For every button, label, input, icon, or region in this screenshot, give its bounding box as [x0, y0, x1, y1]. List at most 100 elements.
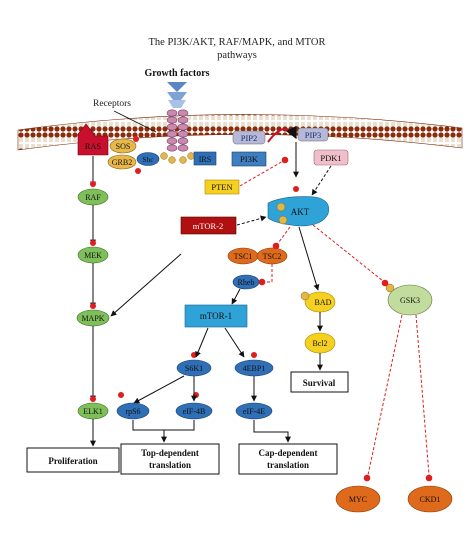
mapk-node: MAPK: [76, 309, 110, 327]
rheb-to-mtor1-arrow: [231, 288, 241, 305]
s6k1-to-rps6-arrow: [133, 375, 185, 404]
bad-phospho-site: [300, 291, 310, 301]
cap-dependent-box: Cap-dependent translation: [238, 443, 338, 475]
tsc1-label: TSC1: [234, 252, 253, 261]
mtor1-label: mTOR-1: [200, 311, 232, 321]
receptor-phospho-sites: [160, 152, 195, 164]
akt-inhibits-tsc2: [275, 226, 291, 247]
cap-dependent-label-2: translation: [267, 460, 309, 470]
growth-factors-label: Growth factors: [144, 68, 209, 79]
mek-node: MEK: [77, 246, 109, 264]
mapk-label: MAPK: [81, 314, 104, 323]
mtor2-to-akt-arrow: [236, 215, 267, 226]
4ebp1-label: 4EBP1: [243, 364, 266, 373]
transmembrane-receptor: [166, 109, 189, 152]
mtor1-to-s6k1-arrow: [195, 327, 209, 358]
akt-inhibits-gsk3: [312, 224, 384, 282]
akt-to-bad-arrow: [298, 226, 320, 291]
cap-arrow: [253, 420, 291, 443]
bcl2-node: Bcl2: [304, 332, 336, 354]
diagram-title-line1: The PI3K/AKT, RAF/MAPK, and MTOR: [149, 37, 326, 48]
gsk3-inhibits-ckd1: [415, 314, 430, 476]
cap-dependent-label-1: Cap-dependent: [258, 448, 317, 458]
pip2-label: PIP2: [241, 133, 258, 143]
top-dependent-label-2: translation: [149, 460, 191, 470]
pdk1-to-akt-arrow: [311, 165, 332, 196]
pten-label: PTEN: [211, 182, 232, 192]
mtor2-node: mTOR-2: [180, 216, 237, 235]
gsk3-inhibits-myc: [367, 314, 403, 476]
sos-node: SOS: [109, 138, 137, 154]
pi3k-label: PI3K: [240, 154, 259, 164]
rps6-label: rpS6: [125, 407, 140, 416]
rheb-node: Rheb: [232, 274, 260, 290]
tsc2-node: TSC2: [256, 247, 288, 265]
rps6-node: rpS6: [116, 402, 150, 420]
eif4b-label: eIF-4B: [183, 407, 206, 416]
diagram-title-line2: pathways: [217, 50, 257, 61]
raf-label: RAF: [85, 193, 101, 202]
grb2-label: GRB2: [112, 158, 132, 167]
shc-node: Shc: [136, 152, 160, 166]
raf-node: RAF: [77, 188, 109, 206]
pip2-node: PIP2: [232, 130, 266, 145]
elk1-node: ELK1: [77, 402, 109, 420]
gsk3-node: GSK3: [387, 284, 433, 316]
pten-node: PTEN: [204, 179, 240, 195]
tsc1-node: TSC1: [227, 247, 259, 265]
pten-inhibit-end: [281, 156, 289, 164]
bcl2-label: Bcl2: [312, 339, 327, 348]
akt-gsk3-inhibit-end: [381, 279, 389, 287]
4ebp1-node: 4EBP1: [234, 359, 274, 377]
pip3-node: PIP3: [297, 127, 329, 142]
eif4b-node: eIF-4B: [175, 402, 213, 420]
pdk1-label: PDK1: [320, 153, 341, 163]
akt-tsc2-inhibit-end: [272, 242, 280, 250]
pip3-label: PIP3: [305, 130, 322, 140]
ckd1-node: CKD1: [407, 485, 453, 513]
gsk3-label: GSK3: [400, 296, 420, 305]
phospho-bursts: [90, 136, 257, 402]
s6k1-node: S6K1: [176, 359, 212, 377]
receptors-label: Receptors: [93, 99, 131, 109]
akt-to-mapk-arrow: [110, 253, 182, 317]
sos-label: SOS: [116, 142, 131, 151]
top-bracket: [132, 420, 195, 431]
mtor1-node: mTOR-1: [184, 304, 248, 328]
pi3k-node: PI3K: [231, 151, 267, 167]
pten-inhibits-pip3: [239, 160, 284, 187]
proliferation-box: Proliferation: [26, 447, 120, 473]
grb2-node: GRB2: [107, 154, 137, 170]
shc-label: Shc: [142, 155, 154, 164]
gsk3-ckd1-inhibit-end: [425, 474, 433, 482]
eif4e-node: eIF-4E: [235, 402, 273, 420]
receptors-pointer: [113, 110, 157, 133]
bad-node: BAD: [304, 291, 336, 313]
mek-label: MEK: [84, 251, 102, 260]
proliferation-label: Proliferation: [48, 456, 97, 466]
mtor2-label: mTOR-2: [193, 221, 224, 231]
elk1-label: ELK1: [83, 407, 103, 416]
gsk3-phospho-site: [385, 283, 395, 293]
irs-node: IRS: [193, 151, 217, 166]
ras-label: RAS: [85, 141, 102, 151]
mtor1-to-4ebp1-arrow: [224, 327, 245, 358]
eif4e-label: eIF-4E: [243, 407, 265, 416]
top-dependent-label-1: Top-dependent: [141, 448, 199, 458]
tsc2-label: TSC2: [263, 252, 282, 261]
bad-label: BAD: [315, 298, 332, 307]
akt-phospho-sites: [276, 186, 299, 225]
top-dependent-box: Top-dependent translation: [120, 443, 220, 475]
s6k1-label: S6K1: [185, 364, 203, 373]
ras-node: RAS: [77, 123, 109, 156]
rheb-label: Rheb: [238, 278, 255, 287]
myc-label: MYC: [349, 495, 367, 504]
tsc2-rheb-inhibit-end: [258, 278, 266, 286]
irs-label: IRS: [199, 155, 211, 164]
myc-node: MYC: [335, 485, 381, 513]
pip2-to-pip3-arrow: [267, 125, 297, 143]
ckd1-label: CKD1: [420, 495, 441, 504]
tsc2-inhibits-rheb: [263, 264, 273, 283]
